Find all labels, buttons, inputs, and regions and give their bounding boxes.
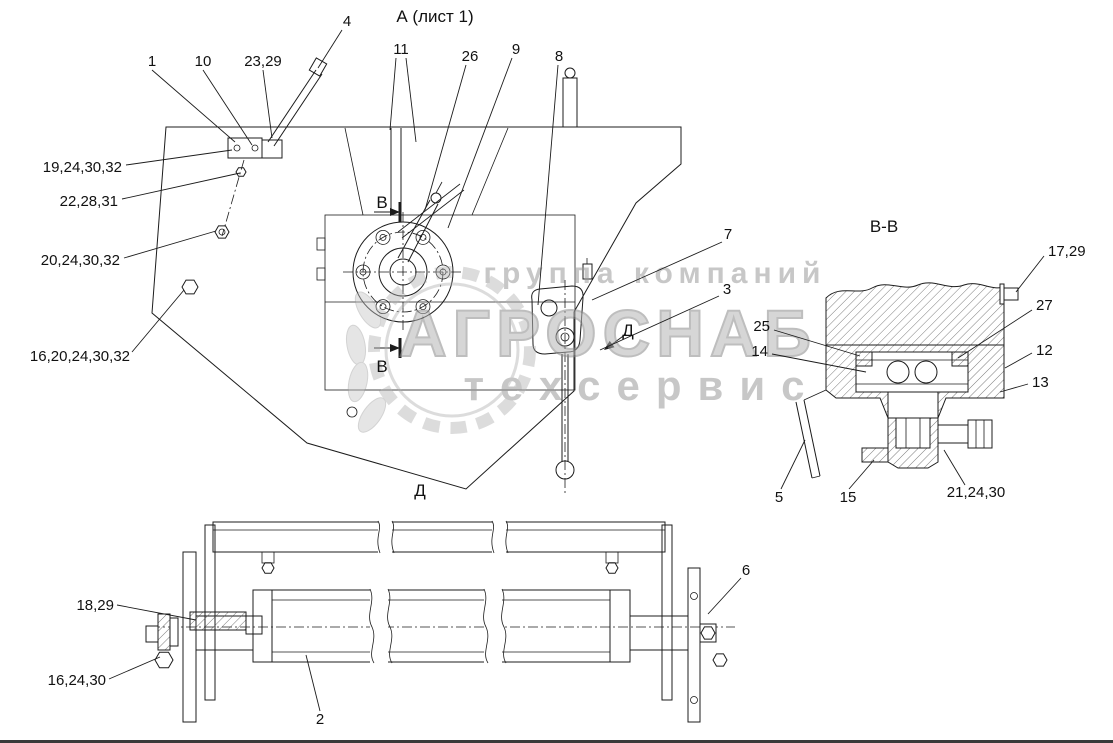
watermark-line3: техсервис [463,362,820,409]
bottom-edge-bar [0,740,1113,743]
seal-left [855,351,873,367]
bolt-16-hex [181,279,199,295]
watermark-line1: группа компаний [484,257,827,290]
bearing-ball [914,360,938,384]
break-lines [369,520,509,664]
bolt-22-hex [235,167,247,177]
callout-25: 25 [753,318,770,335]
view-d-arrow-label: Д [622,321,634,340]
roller-flange-right [609,589,631,663]
bolt-20-hex [214,225,230,239]
callout-26: 26 [462,48,479,65]
callout-10: 10 [195,53,212,70]
right-plate-outer [687,567,701,723]
callout-11: 11 [393,41,409,58]
top-hook-bracket [562,77,578,128]
latch-bracket [221,57,328,237]
seal-right [951,351,969,367]
sheet-title: А (лист 1) [396,7,473,26]
callout-23-29: 23,29 [244,53,282,70]
callout-16-24-30: 16,24,30 [48,672,106,689]
callout-18-29: 18,29 [76,597,114,614]
section-b-upper-label: В [376,193,387,212]
guide-strip [390,128,402,213]
inner-panel [324,214,576,391]
main-view [151,57,682,495]
right-hardware [699,623,728,667]
frame-section-plate [825,282,1005,346]
callout-17-29: 17,29 [1048,243,1086,260]
side-bolt-21 [938,419,993,449]
plate-hole [346,406,358,418]
callout-20-24-30-32: 20,24,30,32 [41,252,120,269]
hook-eye [564,67,576,79]
callout-8: 8 [555,48,563,65]
shaft-end [887,391,939,419]
callouts: А (лист 1) 4 1 10 23,29 11 26 9 8 19,24,… [30,7,1086,728]
callout-19-24-30-32: 19,24,30,32 [43,159,122,176]
callout-13: 13 [1032,374,1049,391]
section-bb-title: В-В [870,217,898,236]
callout-27: 27 [1036,297,1053,314]
frame-plate-outline [151,126,682,490]
callout-9: 9 [512,41,520,58]
callout-12: 12 [1036,342,1053,359]
callout-22-28-31: 22,28,31 [60,193,118,210]
bottom-view [145,520,735,723]
bearing-cavity [855,351,969,393]
top-rail [212,521,666,553]
callout-21-24-30: 21,24,30 [947,484,1005,501]
callout-1: 1 [148,53,156,70]
callout-16-20-24-30-32: 16,20,24,30,32 [30,348,130,365]
watermark: группа компаний АГРОСНАБ техсервис [345,257,827,434]
roller-body [252,589,631,663]
callout-2: 2 [316,711,324,728]
spacer-15 [861,447,889,463]
callout-15: 15 [840,489,857,506]
callout-7: 7 [724,226,732,243]
left-hardware [145,611,263,669]
section-bb-view [795,282,1019,479]
right-plate-inner [661,524,673,701]
handle-assembly [531,258,593,495]
mount-bolt-17 [999,283,1019,305]
callout-3: 3 [723,281,731,298]
callout-4: 4 [343,13,351,30]
view-d-title: Д [414,481,426,500]
callout-14: 14 [751,343,768,360]
shaft-right [629,615,689,651]
watermark-line2: АГРОСНАБ [399,296,817,370]
section-mark-b-upper [374,202,402,222]
section-b-lower-label: В [376,357,387,376]
support-plate [795,389,827,479]
section-mark-b-lower [374,338,402,358]
shaft-nut [895,417,931,449]
bearing-ball [886,360,910,384]
callout-5: 5 [775,489,783,506]
watermark-gear-logo [345,266,536,434]
callout-6: 6 [742,562,750,579]
left-plate-outer [182,551,197,723]
